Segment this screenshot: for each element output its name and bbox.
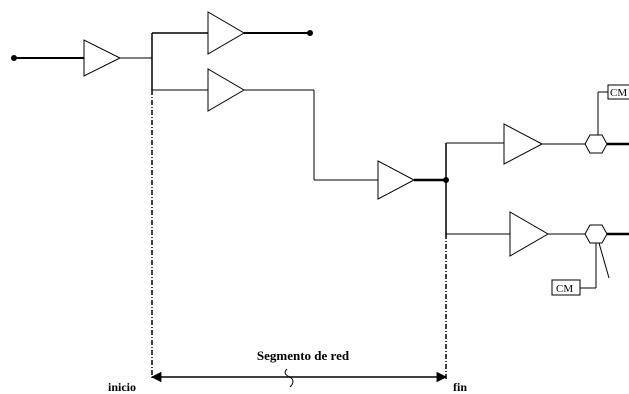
input-branch: [11, 39, 152, 77]
amplifier-4: [377, 160, 416, 200]
start-label: inicio: [108, 380, 136, 394]
segment-break-mark: [284, 368, 294, 388]
amplifier-3: [207, 68, 245, 112]
amplifier-1: [83, 39, 122, 77]
split-bus: [151, 32, 208, 91]
cm-label-lower: CM: [556, 283, 573, 295]
upper-output-node: [307, 30, 313, 36]
cm-label-upper: CM: [610, 87, 627, 99]
lower-branch: [207, 68, 449, 200]
cm-box-upper: [607, 84, 629, 100]
segment-boundaries: [151, 90, 447, 380]
right-lower-branch: CM: [509, 211, 629, 296]
end-label: fin: [453, 380, 467, 394]
upper-branch: [207, 11, 313, 55]
segment-label: Segmento de red: [257, 348, 350, 363]
tap-hexagon-upper: [584, 134, 608, 154]
cm-box-lower: [551, 279, 581, 296]
split-bus-2: [445, 142, 510, 235]
amplifier-2: [207, 11, 245, 55]
tap-hexagon-lower: [584, 224, 608, 244]
right-upper-branch: CM: [503, 84, 629, 165]
amplifier-6: [509, 211, 549, 257]
amplifier-5: [503, 123, 544, 165]
segment-dimension: [150, 368, 448, 388]
